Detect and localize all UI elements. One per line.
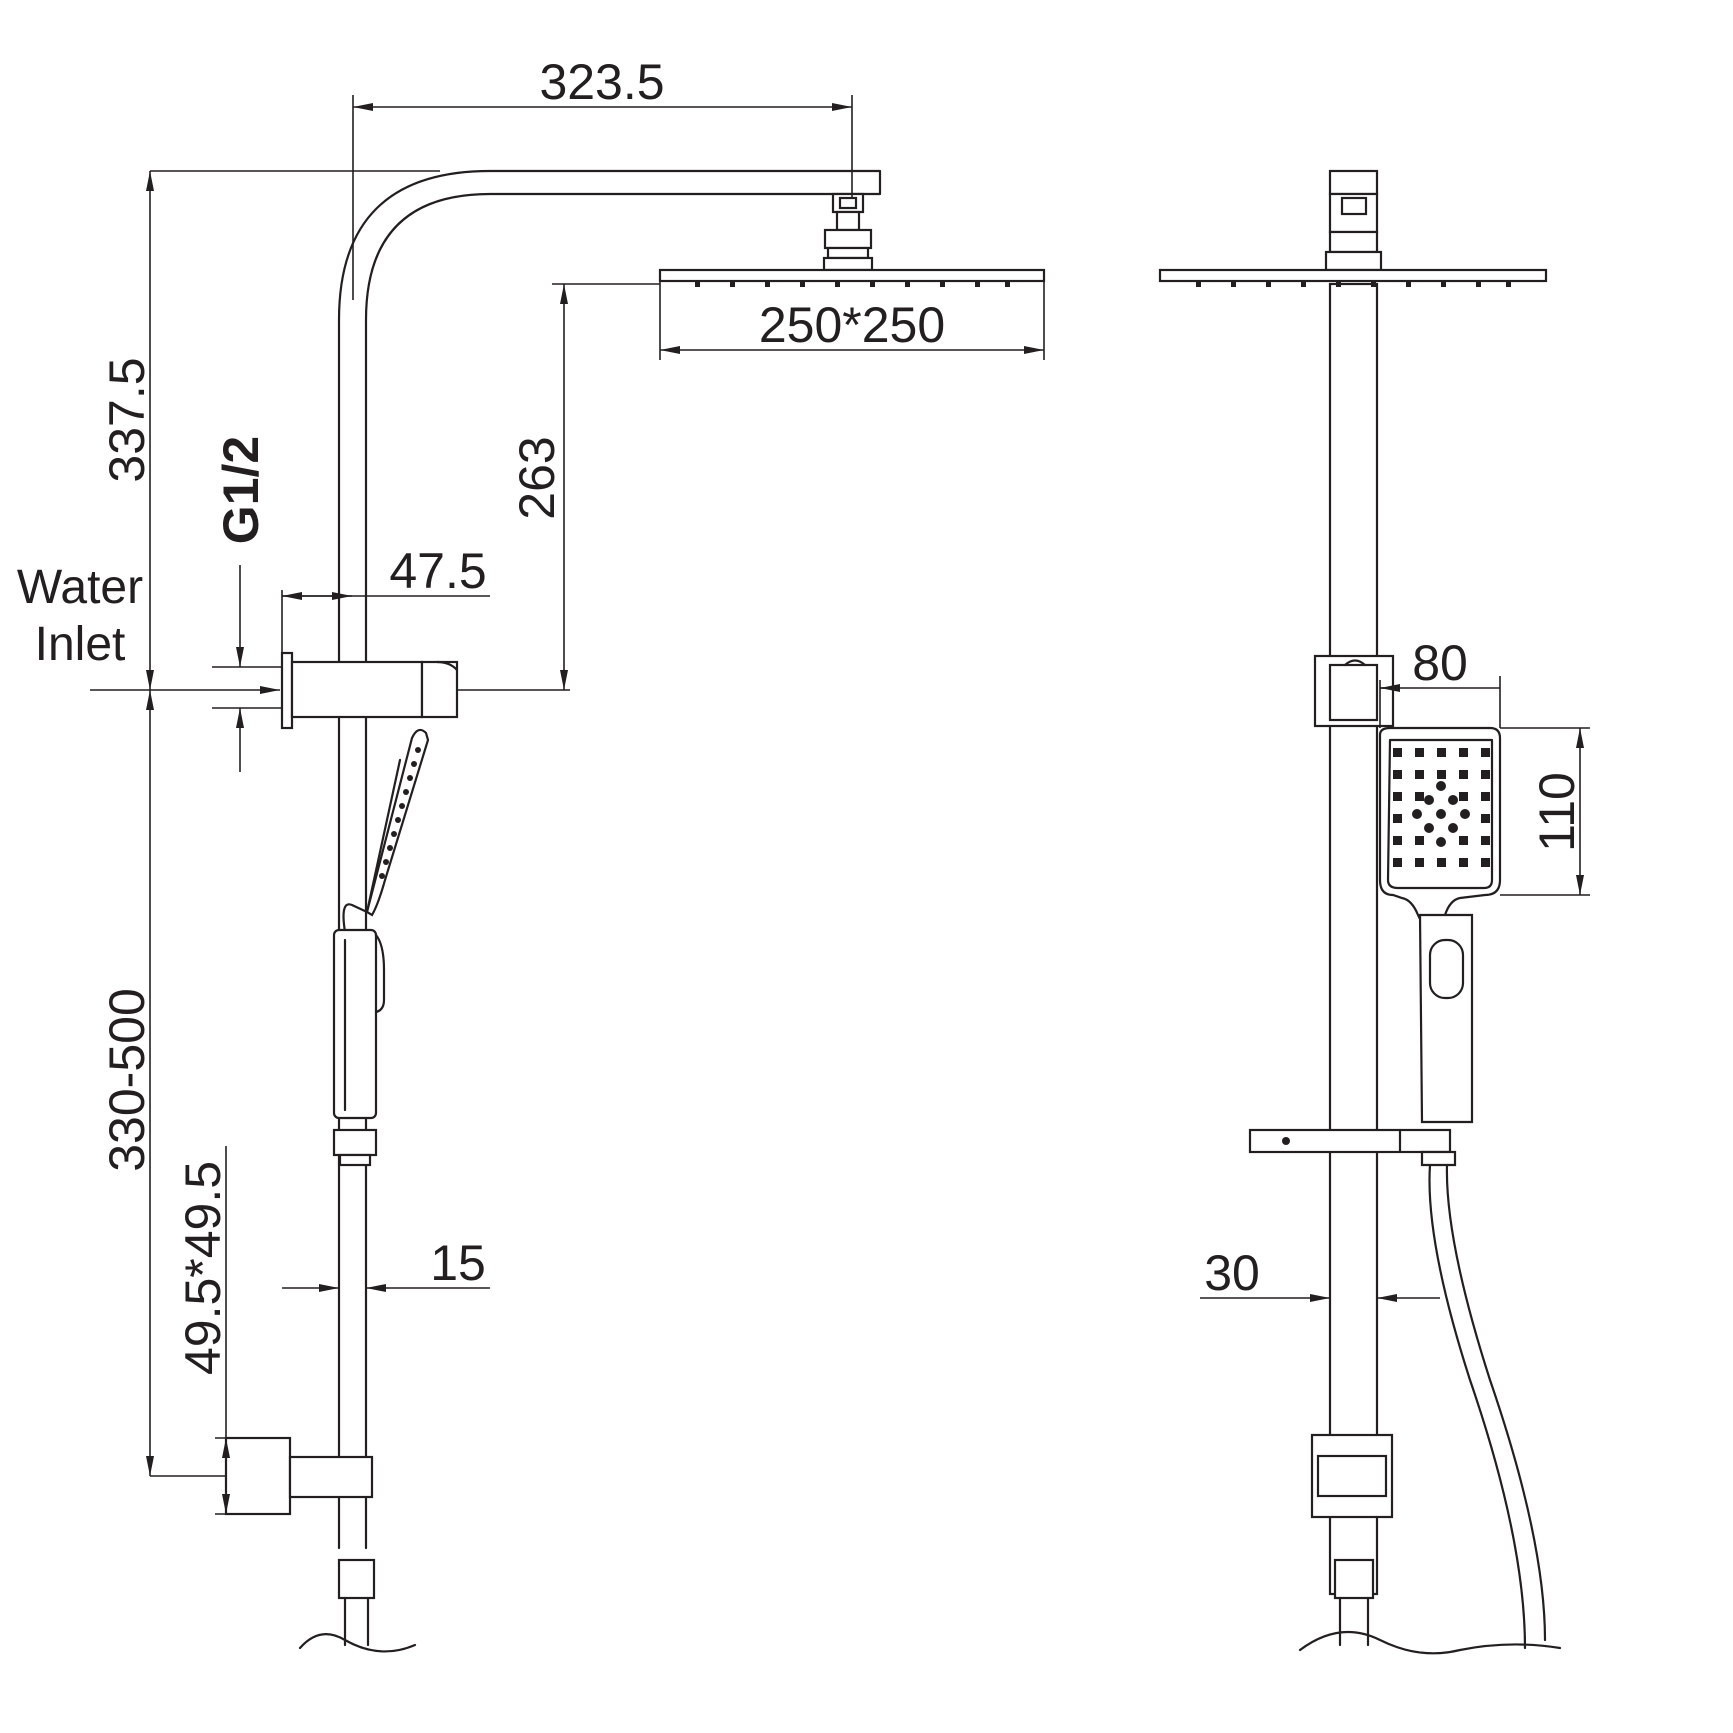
hose xyxy=(1428,1163,1527,1650)
dim-handset-width: 80 xyxy=(1412,635,1468,691)
side-view-dimensions: 323.5 250*250 337.5 330-500 G1/2 Water I… xyxy=(17,54,1045,1515)
slide-holder xyxy=(332,1128,378,1157)
hand-shower-front xyxy=(1378,726,1502,1124)
head-nozzles-side xyxy=(695,281,1010,287)
side-view xyxy=(224,169,1046,1653)
hose-connector xyxy=(337,1558,376,1600)
ball-joint xyxy=(835,210,861,232)
dim-rail-depth: 30 xyxy=(1204,1245,1260,1301)
arm-connector-front xyxy=(1328,169,1379,196)
dim-handset-length: 110 xyxy=(1529,772,1585,852)
hand-shower-side xyxy=(332,728,430,1120)
hand-shower-button xyxy=(1428,938,1465,1000)
head-nozzles-front xyxy=(1196,281,1511,287)
gooseneck-arm xyxy=(337,169,882,1550)
label-water: Water xyxy=(17,561,143,614)
overhead-shower-head-front xyxy=(1158,268,1548,283)
diverter-knob xyxy=(420,660,459,719)
wall-inlet-flange xyxy=(280,651,294,730)
dim-head-size: 250*250 xyxy=(759,297,945,353)
floor-break-line xyxy=(298,1632,417,1653)
dim-bracket-size: 49.5*49.5 xyxy=(175,1161,231,1375)
label-inlet: Inlet xyxy=(35,618,126,671)
diverter-body xyxy=(290,660,424,719)
hand-shower-nozzles xyxy=(379,747,421,879)
dim-head-drop: 263 xyxy=(509,436,565,519)
riser-rail-front xyxy=(1328,282,1379,1596)
dim-rail-diameter: 15 xyxy=(430,1235,486,1291)
dim-total-height-top: 337.5 xyxy=(99,357,155,482)
hand-shower-nozzles-front xyxy=(1393,748,1490,867)
hose-connector-front xyxy=(1333,1558,1375,1600)
overhead-shower-head-side xyxy=(658,268,1046,283)
dim-inlet-offset: 47.5 xyxy=(389,543,486,599)
front-view-dimensions: 80 110 30 xyxy=(1200,635,1590,1302)
dim-slide-range: 330-500 xyxy=(99,988,155,1172)
lower-wall-bracket xyxy=(224,1436,292,1516)
slide-holder-front xyxy=(1248,1128,1452,1154)
front-view xyxy=(1158,169,1562,1655)
dim-arm-reach: 323.5 xyxy=(539,54,664,110)
floor-break-line-front xyxy=(1298,1630,1562,1655)
dim-thread: G1/2 xyxy=(213,436,269,544)
